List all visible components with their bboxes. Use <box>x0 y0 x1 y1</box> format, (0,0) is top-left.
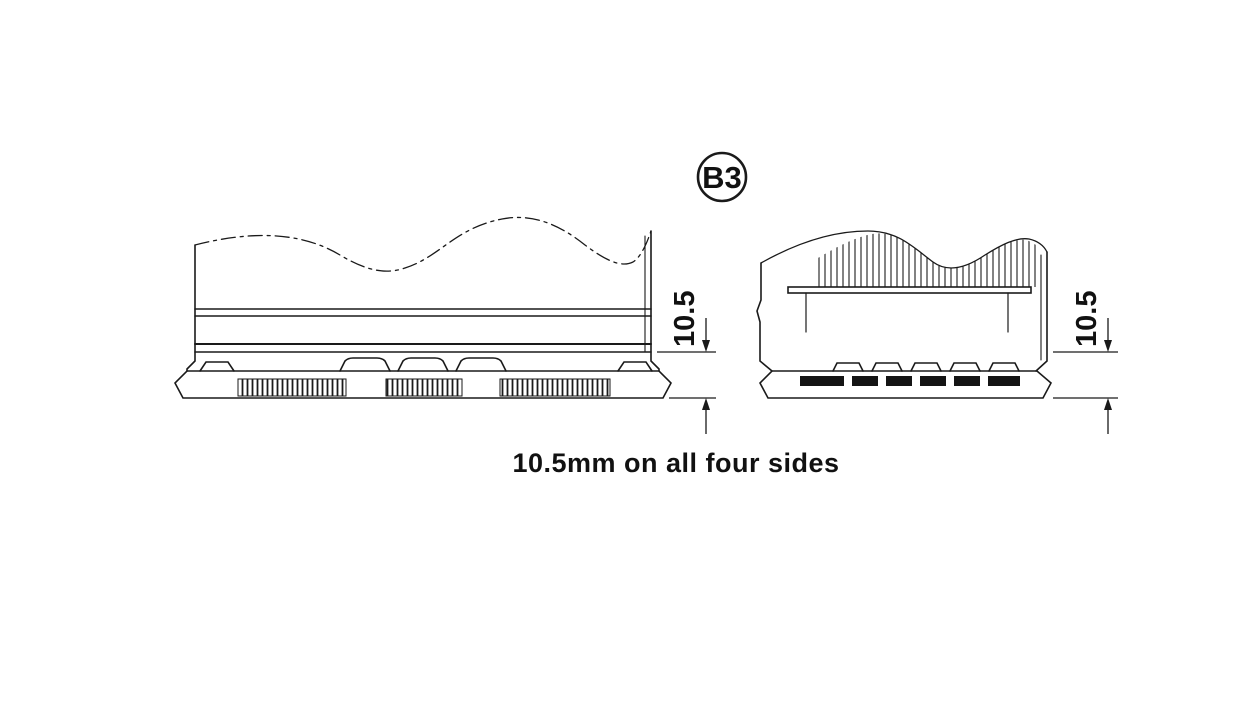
right-dimension-label: 10.5 <box>1071 291 1103 347</box>
front-view-drawing <box>174 216 672 399</box>
side-flange-outline <box>759 370 1053 399</box>
front-clamp-bump-1 <box>339 357 391 372</box>
right-dim-arrow-down <box>1104 340 1112 352</box>
caption-text: 10.5mm on all four sides <box>512 448 839 478</box>
side-clamp-bump-4 <box>949 362 981 372</box>
b3-balloon-label: B3 <box>702 160 742 195</box>
front-clamp-bump-3 <box>455 357 507 372</box>
side-top-break-line <box>760 230 1048 269</box>
side-rib-hatching <box>818 233 1036 287</box>
front-foot-right <box>617 361 653 372</box>
front-clamp-bump-2 <box>397 357 449 372</box>
front-right-edge <box>650 230 660 372</box>
side-pad-4 <box>920 376 946 386</box>
side-pad-6 <box>988 376 1020 386</box>
front-foot-left <box>199 361 235 372</box>
front-comb-band-1 <box>237 378 347 397</box>
right-dimension: 10.5 <box>1053 291 1118 434</box>
side-base-pads <box>800 376 1020 386</box>
front-left-edge <box>186 244 196 372</box>
left-dim-arrow-down <box>702 340 710 352</box>
side-clamp-bump-1 <box>832 362 864 372</box>
side-clamp-bump-5 <box>988 362 1020 372</box>
left-dimension: 10.5 <box>657 291 716 434</box>
side-clamp-bump-2 <box>871 362 903 372</box>
right-dim-arrow-up <box>1104 398 1112 410</box>
side-pad-2 <box>852 376 878 386</box>
b3-balloon: B3 <box>696 151 748 203</box>
front-comb-band-2 <box>385 378 463 397</box>
front-top-break-line <box>194 216 652 272</box>
side-shelf-bar <box>787 286 1032 294</box>
side-view-drawing <box>756 230 1053 399</box>
front-comb-band-3 <box>499 378 611 397</box>
left-dimension-label: 10.5 <box>669 291 701 347</box>
side-left-edge <box>756 262 773 372</box>
side-clamp-bump-3 <box>910 362 942 372</box>
side-pad-1 <box>800 376 844 386</box>
side-pad-3 <box>886 376 912 386</box>
b3-balloon-circle <box>696 151 748 203</box>
left-dim-arrow-up <box>702 398 710 410</box>
side-pad-5 <box>954 376 980 386</box>
side-right-edge <box>1035 251 1048 372</box>
front-flange-outline <box>174 370 672 399</box>
